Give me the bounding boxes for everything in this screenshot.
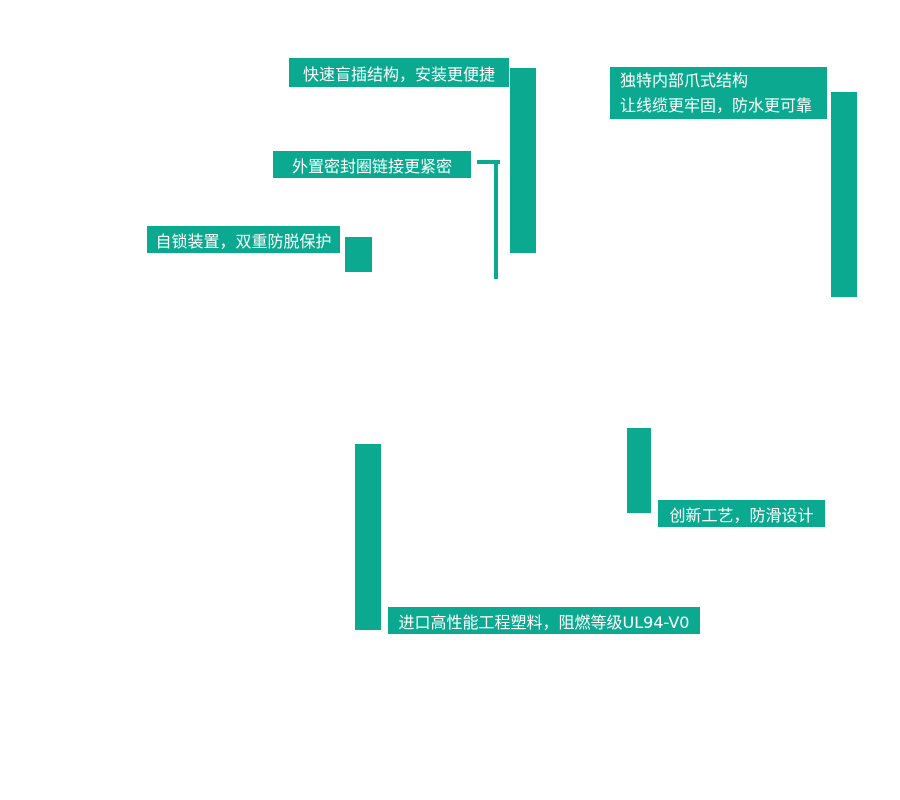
feature-callout-seal-ring-text: 外置密封圈链接更紧密: [291, 156, 452, 176]
feature-callout-claw-structure: 独特内部爪式结构 让线缆更牢固，防水更可靠: [610, 67, 827, 119]
feature-callout-material-text: 进口高性能工程塑料，阻燃等级UL94-V0: [398, 612, 690, 632]
pointer-bar-claw-structure: [831, 92, 857, 297]
feature-callout-seal-ring: 外置密封圈链接更紧密: [273, 151, 471, 178]
feature-callout-anti-slip: 创新工艺，防滑设计: [658, 500, 825, 527]
pointer-bar-material: [355, 444, 381, 630]
feature-callout-anti-slip-text: 创新工艺，防滑设计: [669, 505, 814, 525]
feature-callout-material: 进口高性能工程塑料，阻燃等级UL94-V0: [388, 607, 700, 634]
feature-callout-quick-insert-text: 快速盲插结构，安装更便捷: [302, 64, 495, 84]
pointer-square-self-lock: [345, 237, 372, 272]
pointer-bar-anti-slip: [627, 428, 651, 513]
feature-callout-self-lock-text: 自锁装置，双重防脱保护: [155, 231, 332, 251]
feature-callout-quick-insert: 快速盲插结构，安装更便捷: [289, 58, 509, 87]
connector-line-vertical: [494, 160, 498, 279]
feature-callout-claw-structure-line2: 让线缆更牢固，防水更可靠: [620, 96, 813, 115]
feature-callout-self-lock: 自锁装置，双重防脱保护: [147, 226, 340, 253]
connector-line-horizontal: [477, 160, 500, 164]
pointer-bar-quick-insert: [510, 68, 536, 253]
feature-callout-claw-structure-line1: 独特内部爪式结构: [620, 71, 749, 90]
